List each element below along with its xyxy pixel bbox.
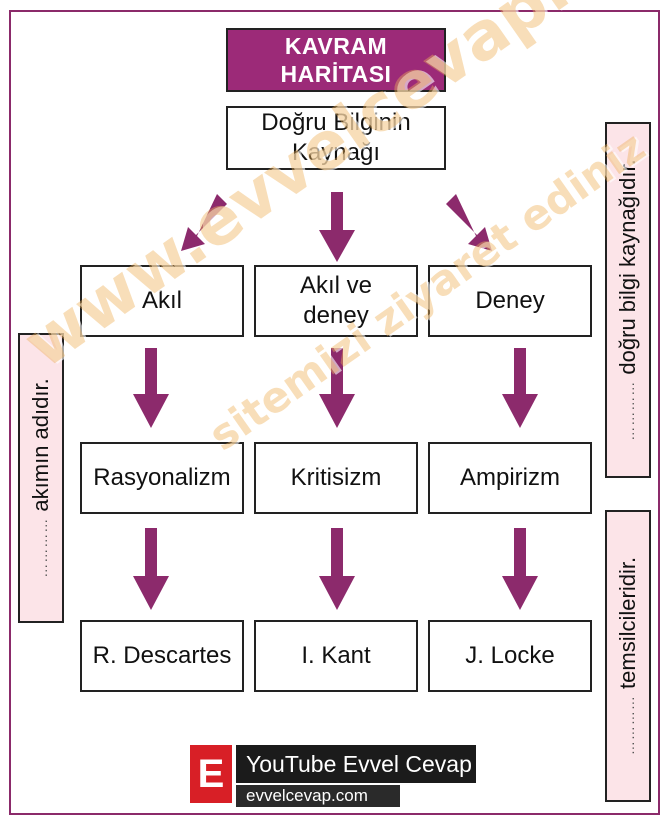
- concept-map-title: KAVRAM HARİTASI: [226, 28, 446, 92]
- arrow-rasyonalizm-to-descartes: [133, 528, 169, 610]
- source-node-deney: Deney: [428, 265, 592, 337]
- school-node-rasyonalizm: Rasyonalizm: [80, 442, 244, 514]
- blank-dots: …………: [621, 695, 638, 756]
- arrow-akil-to-rasyonalizm: [133, 348, 169, 428]
- title-line-1: KAVRAM: [284, 33, 388, 59]
- side-label-left: ………… akımın adıdır.: [18, 333, 64, 623]
- school-node-kritisizm: Kritisizm: [254, 442, 418, 514]
- side-label-text: akımın adıdır.: [28, 378, 53, 512]
- representative-label: R. Descartes: [92, 642, 232, 669]
- school-node-ampirizm: Ampirizm: [428, 442, 592, 514]
- school-label: Kritisizm: [290, 464, 382, 491]
- representative-node-kant: I. Kant: [254, 620, 418, 692]
- representative-label: J. Locke: [465, 642, 555, 669]
- arrow-kritisizm-to-kant: [319, 528, 355, 610]
- source-node-akil: Akıl: [80, 265, 244, 337]
- source-label: Akıl: [141, 287, 182, 314]
- blank-dots: …………: [34, 517, 51, 578]
- source-line-2: deney: [303, 302, 369, 329]
- side-label-right-top: ………… doğru bilgi kaynağıdır.: [605, 122, 651, 478]
- brand-url-label: evvelcevap.com: [236, 785, 400, 807]
- arrow-akil-ve-deney-to-kritisizm: [319, 348, 355, 428]
- arrow-deney-to-ampirizm: [502, 348, 538, 428]
- side-label-text: temsilcileridir.: [615, 556, 640, 689]
- side-label-text: doğru bilgi kaynağıdır.: [615, 159, 640, 375]
- side-label-right-bottom: ………… temsilcileridir.: [605, 510, 651, 802]
- brand-youtube-label: YouTube Evvel Cevap: [236, 745, 476, 783]
- brand-banner: E YouTube Evvel Cevap evvelcevap.com: [190, 745, 480, 809]
- root-line-1: Doğru Bilginin: [261, 109, 411, 136]
- root-line-2: Kaynağı: [291, 139, 381, 166]
- title-line-2: HARİTASI: [280, 61, 392, 87]
- blank-dots: …………: [621, 380, 638, 441]
- root-node: Doğru Bilginin Kaynağı: [226, 106, 446, 170]
- representative-node-descartes: R. Descartes: [80, 620, 244, 692]
- school-label: Ampirizm: [460, 464, 560, 491]
- arrow-root-to-deney: [446, 194, 492, 251]
- source-line-1: Akıl ve: [299, 272, 373, 299]
- arrow-root-to-akil-ve-deney: [319, 192, 355, 262]
- representative-node-locke: J. Locke: [428, 620, 592, 692]
- school-label: Rasyonalizm: [93, 464, 231, 491]
- source-node-akil-ve-deney: Akıl ve deney: [254, 265, 418, 337]
- arrow-ampirizm-to-locke: [502, 528, 538, 610]
- representative-label: I. Kant: [301, 642, 371, 669]
- source-label: Deney: [475, 287, 545, 314]
- arrow-root-to-akil: [181, 194, 227, 251]
- brand-logo-icon: E: [190, 745, 232, 803]
